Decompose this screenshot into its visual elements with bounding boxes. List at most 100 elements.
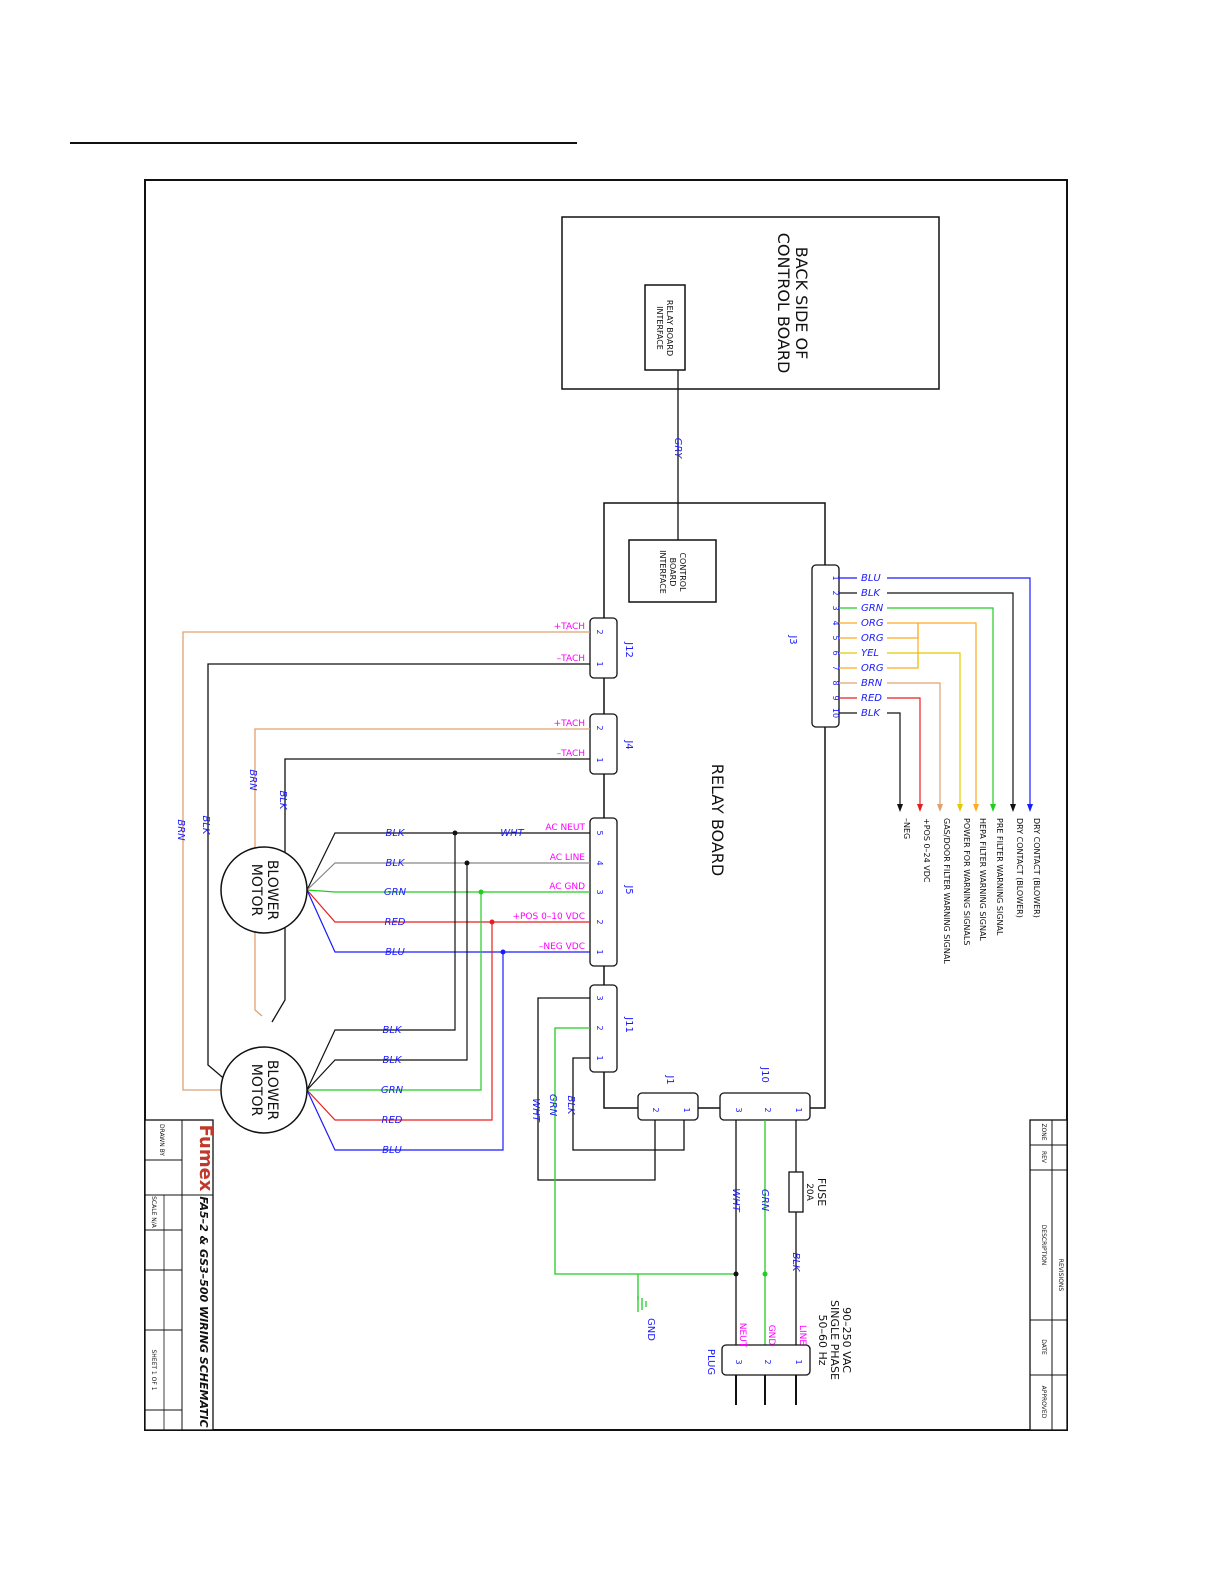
j3-pin-2: 2 xyxy=(831,590,840,595)
relay-board-interface-label: RELAY BOARD INTERFACE xyxy=(655,300,674,356)
j3-wire-label-4: ORG xyxy=(861,618,884,629)
j3-pin-5: 5 xyxy=(831,635,840,640)
blower-motor-upper-line2: MOTOR xyxy=(248,864,264,917)
j3-run-pin-1 xyxy=(887,577,1031,810)
j3-signal-1: DRY CONTACT (BLOWER) xyxy=(1032,818,1041,918)
j3-signal-7: +POS 0–24 VDC xyxy=(922,818,931,883)
j12-pin1: 1 xyxy=(595,661,604,666)
lower-motor-wire-label-5: BLU xyxy=(382,1145,402,1156)
blower-motor-lower-line1: BLOWER xyxy=(264,1060,280,1121)
j3-run-pin-6 xyxy=(887,652,961,810)
ground-symbol xyxy=(637,1296,647,1312)
j3-signal-labels: DRY CONTACT (BLOWER) DRY CONTACT (BLOWER)… xyxy=(902,818,1041,964)
lower-motor-wire-2 xyxy=(306,863,468,1091)
lower-motor-wire-5 xyxy=(306,952,504,1151)
title-block: Fumex FA5–2 & GS3–500 WIRING SCHEMATIC D… xyxy=(144,1119,216,1431)
j3-jumper-pin-7 xyxy=(887,623,919,669)
upper-motor-wire-2 xyxy=(306,862,590,891)
lower-motor-wire-4 xyxy=(306,922,493,1121)
blower-motor-lower xyxy=(220,1046,308,1134)
j3-run-pin-8 xyxy=(887,682,941,810)
upper-motor-wire-1 xyxy=(306,832,590,891)
plug-label: PLUG xyxy=(705,1349,716,1375)
j3-signal-4: HEPA FILTER WARNING SIGNAL xyxy=(978,818,987,941)
plug-spec: 90–250 VAC SINGLE PHASE 50–60 Hz xyxy=(816,1300,853,1380)
drawn-by: DRAWN BY xyxy=(158,1124,165,1156)
j1-pin2: 2 xyxy=(651,1107,660,1112)
rbi-line1: RELAY BOARD xyxy=(665,300,674,356)
upper-motor-wire-label-3: GRN xyxy=(384,887,407,898)
j4-plus-tach-label: +TACH xyxy=(554,719,585,729)
rev-zone: ZONE xyxy=(1040,1123,1047,1140)
j5-pin-label-1: –NEG VDC xyxy=(539,942,585,952)
j4-pin1: 1 xyxy=(595,757,604,762)
j4-pin2: 2 xyxy=(595,725,604,730)
j4-connector xyxy=(589,713,618,775)
control-board-box xyxy=(561,216,940,390)
j3-pin-9: 9 xyxy=(831,695,840,700)
j11-wht-label: WHT xyxy=(530,1098,541,1122)
j12-pin2: 2 xyxy=(595,629,604,634)
j3-arrow-pin-1 xyxy=(1027,804,1033,812)
plug-spec-voltage: 90–250 VAC xyxy=(840,1307,853,1373)
plug-line-label: LINE xyxy=(797,1325,807,1345)
lower-motor-wire-label-1: BLK xyxy=(383,1025,403,1036)
j12-minus-tach-label: –TACH xyxy=(557,654,585,664)
plug-gnd-label: GND xyxy=(766,1325,776,1346)
j12-minus-tach-wire xyxy=(207,663,590,1083)
j5-label: J5 xyxy=(623,884,634,894)
j5-bus-junction-4 xyxy=(489,919,495,925)
plug-pin2: 2 xyxy=(763,1359,772,1364)
plug-pin1: 1 xyxy=(794,1359,803,1364)
upper-motor-wire-label-2: BLK xyxy=(386,858,406,869)
j5-pin-1: 1 xyxy=(595,949,604,954)
j5-bus-junction-2 xyxy=(464,860,470,866)
control-board-interface-box xyxy=(628,539,717,603)
j3-pin-7: 7 xyxy=(831,665,840,670)
rev-revisions: REVISIONS xyxy=(1057,1259,1064,1292)
j3-pin-8: 8 xyxy=(831,680,840,685)
upper-motor-wire-4 xyxy=(306,889,590,923)
fuse-label: FUSE 20A xyxy=(804,1178,828,1206)
cbi-line3: INTERFACE xyxy=(658,550,667,594)
j5-pin-label-4: AC LINE xyxy=(550,853,586,863)
j12-blk-label: BLK xyxy=(200,816,211,836)
fuse-line2: 20A xyxy=(804,1183,814,1201)
j3-wire-label-5: ORG xyxy=(861,633,884,644)
j5-pin-label-2: +POS 0–10 VDC xyxy=(512,912,585,922)
upper-motor-wire-label-1: BLK xyxy=(386,828,406,839)
fuse-line1: FUSE xyxy=(815,1178,828,1206)
j10-wht-junction xyxy=(733,1271,739,1277)
j12-plus-tach-wire xyxy=(182,631,590,1091)
j5-pin-5: 5 xyxy=(595,830,604,835)
control-board-title-line2: CONTROL BOARD xyxy=(774,233,793,374)
j3-wire-label-8: BRN xyxy=(861,678,883,689)
j3-signal-3: PRE FILTER WARNING SIGNAL xyxy=(995,818,1004,936)
j3-label: J3 xyxy=(787,634,798,644)
lower-motor-wire-label-2: BLK xyxy=(383,1055,403,1066)
j11-pin1-wire xyxy=(572,1057,685,1151)
j11-grn-label: GRN xyxy=(547,1094,558,1117)
j3-run-pin-10 xyxy=(887,712,901,810)
j3-connector xyxy=(811,564,840,728)
j12-label: J12 xyxy=(623,641,634,658)
plug-neut-label: NEUT xyxy=(737,1323,747,1348)
j4-minus-tach-label: –TACH xyxy=(557,749,585,759)
j11-blk-label: BLK xyxy=(565,1096,576,1116)
upper-motor-wire-3 xyxy=(306,889,590,893)
ground-label: GND xyxy=(645,1318,656,1341)
lower-motor-wire-3 xyxy=(307,892,482,1091)
j5-bus-junction-5 xyxy=(500,949,506,955)
j3-pin-1: 1 xyxy=(831,575,840,580)
blower-motor-upper-line1: BLOWER xyxy=(264,860,280,921)
fuse-symbol xyxy=(788,1171,804,1213)
j3-signal-2: DRY CONTACT (BLOWER) xyxy=(1015,818,1024,918)
j5-pin-3: 3 xyxy=(595,889,604,894)
j3-wire-label-6: YEL xyxy=(861,648,879,659)
j1-pin1: 1 xyxy=(682,1107,691,1112)
j12-plus-tach-label: +TACH xyxy=(554,622,585,632)
blower-motor-lower-line2: MOTOR xyxy=(248,1064,264,1117)
